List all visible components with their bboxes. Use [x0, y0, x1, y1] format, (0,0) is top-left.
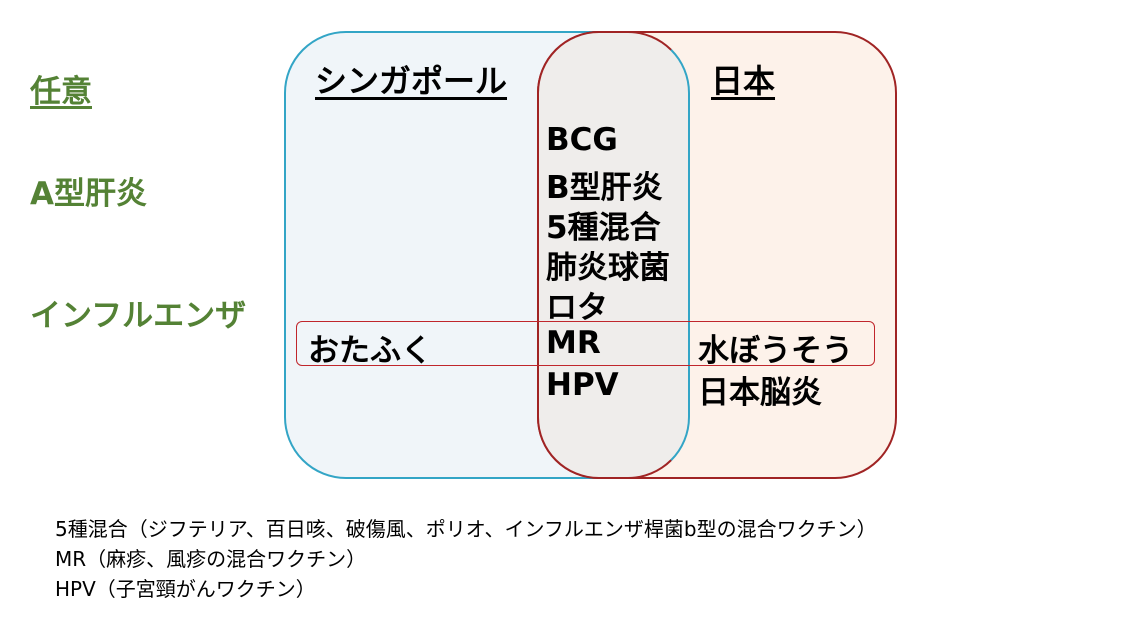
optional-heading: 任意 [30, 74, 92, 110]
singapore-heading: シンガポール [315, 62, 508, 100]
hepatitis-a-label: A型肝炎 [30, 176, 147, 212]
japan-item-japanese-encephalitis: 日本脳炎 [698, 375, 822, 411]
japan-heading: 日本 [711, 62, 776, 100]
both-item-5-in-1: 5種混合 [546, 210, 661, 246]
both-item-bcg: BCG [546, 122, 618, 158]
both-item-mr: MR [546, 325, 601, 361]
highlight-row-box [296, 321, 875, 366]
footnote-mr: MR（麻疹、風疹の混合ワクチン） [55, 547, 367, 571]
influenza-label: インフルエンザ [30, 298, 247, 334]
both-item-rota: ロタ [546, 290, 608, 326]
both-item-hepatitis-b: B型肝炎 [546, 170, 663, 206]
footnote-5-in-1: 5種混合（ジフテリア、百日咳、破傷風、ポリオ、インフルエンザ桿菌b型の混合ワクチ… [55, 517, 877, 541]
japan-item-chickenpox: 水ぼうそう [698, 333, 853, 369]
footnote-hpv: HPV（子宮頸がんワクチン） [55, 577, 316, 601]
both-item-pneumococcal: 肺炎球菌 [546, 250, 670, 286]
overlap-region [537, 31, 690, 479]
both-item-hpv: HPV [546, 367, 619, 403]
singapore-item-mumps: おたふく [308, 333, 432, 369]
